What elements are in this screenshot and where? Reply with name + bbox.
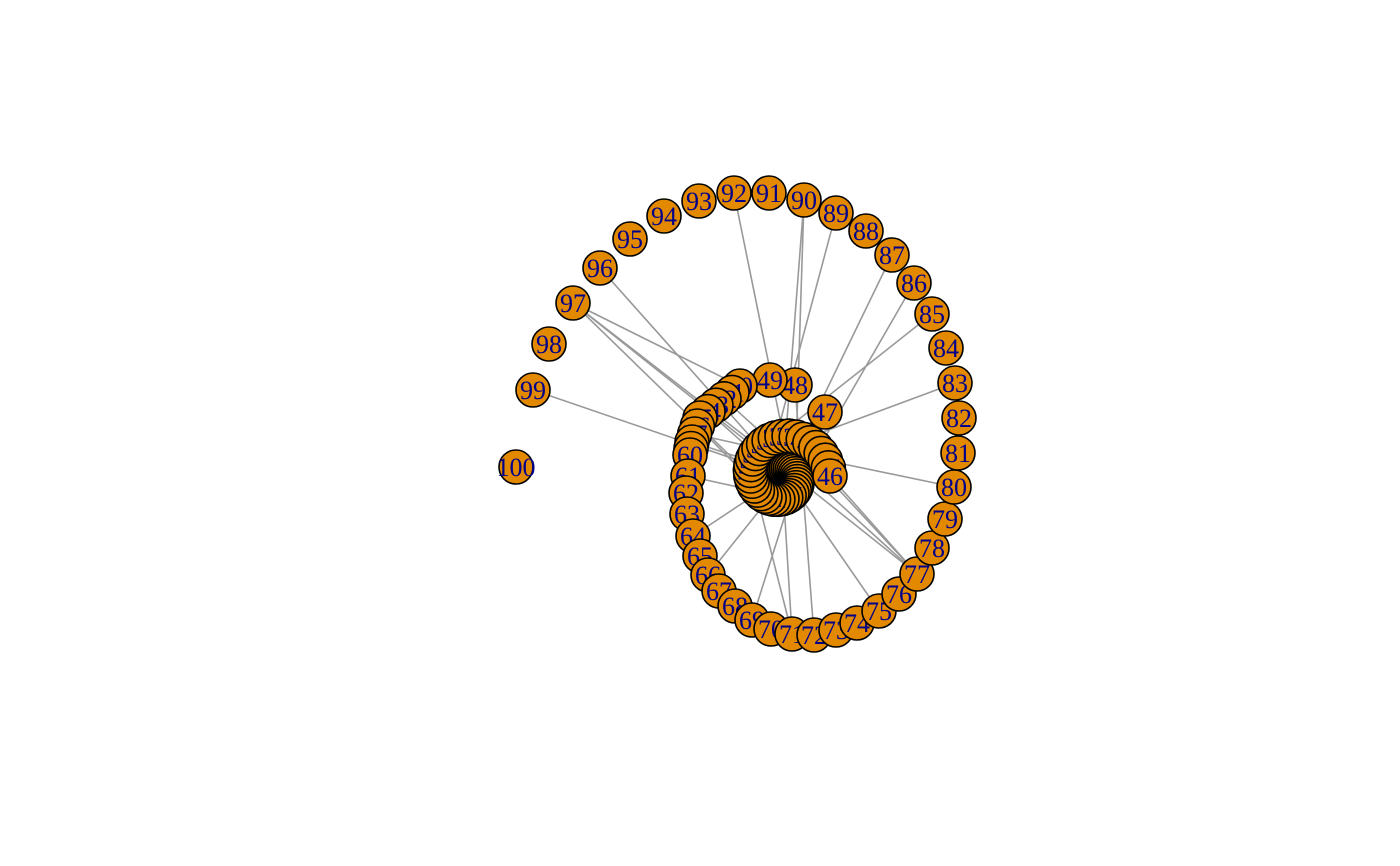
vertex-label: 47 [812, 398, 838, 427]
vertices-layer: 1234567891011121314151617181920212223242… [497, 175, 977, 653]
vertex-circle [531, 326, 567, 362]
vertex-86: 86 [896, 265, 932, 301]
edge [774, 313, 933, 439]
vertex-circle [681, 183, 717, 219]
vertex-label: 78 [919, 534, 945, 563]
vertex-label: 85 [919, 300, 945, 329]
vertex-circle [646, 198, 682, 234]
vertex-label: 84 [933, 334, 959, 363]
vertex-label: 77 [904, 560, 930, 589]
vertex-circle [807, 394, 843, 430]
vertex-95: 95 [612, 221, 648, 257]
vertex-circle [941, 400, 977, 436]
edge [572, 302, 752, 477]
vertex-98: 98 [531, 326, 567, 362]
vertex-label: 90 [791, 186, 817, 215]
vertex-99: 99 [515, 372, 551, 408]
vertex-label: 93 [686, 187, 712, 216]
edge [829, 475, 918, 575]
vertex-label: 95 [617, 225, 643, 254]
vertex-77: 77 [899, 556, 935, 592]
vertex-93: 93 [681, 183, 717, 219]
vertex-circle [582, 250, 618, 286]
vertex-85: 85 [914, 296, 950, 332]
edge [572, 302, 741, 387]
vertex-100: 100 [497, 449, 536, 485]
vertex-circle [896, 265, 932, 301]
vertex-82: 82 [941, 400, 977, 436]
vertex-96: 96 [582, 250, 618, 286]
vertex-94: 94 [646, 198, 682, 234]
vertex-circle [818, 195, 854, 231]
vertex-89: 89 [818, 195, 854, 231]
vertex-label: 99 [520, 376, 546, 405]
vertex-78: 78 [914, 530, 950, 566]
edge [825, 459, 955, 488]
vertex-circle [914, 296, 950, 332]
vertex-circle [716, 175, 752, 211]
vertex-84: 84 [928, 330, 964, 366]
vertex-circle [515, 372, 551, 408]
vertex-81: 81 [940, 435, 976, 471]
vertex-circle [555, 285, 591, 321]
vertex-circle [612, 221, 648, 257]
vertex-label: 97 [560, 289, 586, 318]
edge [532, 389, 752, 466]
vertex-79: 79 [927, 501, 963, 537]
vertex-circle [786, 182, 822, 218]
vertex-label: 89 [823, 199, 849, 228]
vertex-circle [751, 175, 787, 211]
vertex-label: 49 [757, 366, 783, 395]
vertex-label: 87 [879, 241, 905, 270]
vertex-label: 80 [941, 473, 967, 502]
vertex-circle [498, 449, 534, 485]
vertex-83: 83 [937, 365, 973, 401]
vertex-label: 96 [587, 254, 613, 283]
vertex-91: 91 [751, 175, 787, 211]
vertex-circle [937, 365, 973, 401]
vertex-97: 97 [555, 285, 591, 321]
vertex-circle [812, 458, 848, 494]
vertex-label: 79 [932, 505, 958, 534]
vertex-circle [874, 237, 910, 273]
vertex-label: 81 [945, 439, 971, 468]
vertex-46: 46 [812, 458, 848, 494]
vertex-92: 92 [716, 175, 752, 211]
vertex-label: 92 [721, 179, 747, 208]
vertex-circle [940, 435, 976, 471]
edge [802, 382, 956, 441]
vertex-90: 90 [786, 182, 822, 218]
vertex-label: 82 [946, 404, 972, 433]
vertex-label: 83 [942, 369, 968, 398]
vertex-label: 98 [536, 330, 562, 359]
vertex-80: 80 [936, 469, 972, 505]
vertex-49: 49 [752, 362, 788, 398]
vertex-label: 88 [853, 217, 879, 246]
vertex-47: 47 [807, 394, 843, 430]
vertex-label: 46 [817, 462, 843, 491]
vertex-label: 94 [651, 202, 677, 231]
vertex-label: 100 [497, 453, 536, 482]
vertex-label: 91 [756, 179, 782, 208]
vertex-87: 87 [874, 237, 910, 273]
vertex-circle [928, 330, 964, 366]
vertex-circle [848, 213, 884, 249]
vertex-label: 86 [901, 269, 927, 298]
vertex-88: 88 [848, 213, 884, 249]
